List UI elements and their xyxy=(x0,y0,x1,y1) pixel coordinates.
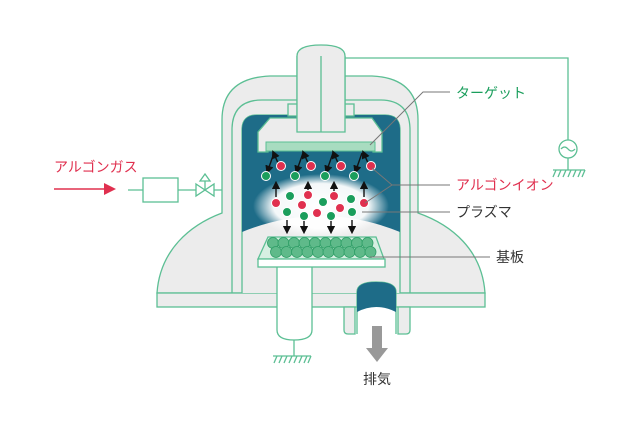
sputtered-atom xyxy=(347,207,357,217)
sputtered-atom xyxy=(299,211,309,221)
power-circuit xyxy=(345,57,586,178)
sputtered-atom xyxy=(282,207,292,217)
argon-ion xyxy=(366,161,376,171)
argon-ion xyxy=(276,161,286,171)
leader-lines xyxy=(362,91,490,258)
exhaust-port xyxy=(343,281,411,335)
argon-gas-label: アルゴンガス xyxy=(54,159,138,176)
motion-arrow-icon xyxy=(353,152,363,174)
deposited-atom xyxy=(364,246,377,258)
argon-ion xyxy=(335,203,345,213)
deposited-atom xyxy=(322,246,335,258)
sputtered-atom xyxy=(261,171,271,181)
target-label: ターゲット xyxy=(456,86,526,102)
sputtered-atom xyxy=(346,194,356,204)
valve-icon xyxy=(195,182,215,198)
plasma-label: プラズマ xyxy=(456,205,512,221)
deposited-atom xyxy=(343,246,356,258)
substrate-film xyxy=(267,237,377,258)
argon-ion xyxy=(306,161,316,171)
deposited-atom xyxy=(354,246,366,258)
argon-ion xyxy=(336,161,346,171)
sputtered-atom xyxy=(318,197,328,207)
argon-ion xyxy=(312,208,322,218)
target-plate xyxy=(265,141,376,152)
deposited-atom xyxy=(333,246,345,258)
exhaust-arrow-icon xyxy=(366,326,388,362)
ground-icon xyxy=(273,340,312,364)
substrate-label: 基板 xyxy=(496,249,524,266)
sputtered-atom xyxy=(349,171,359,181)
argon-ion xyxy=(297,200,307,210)
sputtered-atom xyxy=(320,171,330,181)
deposited-atom xyxy=(270,246,282,258)
target-holder xyxy=(257,44,383,153)
sputtered-atom xyxy=(326,211,336,221)
deposited-atom xyxy=(280,246,293,258)
argon-ion xyxy=(271,198,281,208)
sputtered-atom xyxy=(285,191,295,201)
deposited-atom xyxy=(291,246,303,258)
argon-ion xyxy=(303,190,313,200)
deposited-atom xyxy=(301,246,314,258)
exhaust-label: 排気 xyxy=(363,372,391,388)
gas-line xyxy=(128,172,222,203)
mass-flow-controller xyxy=(142,177,179,203)
deposited-atom xyxy=(312,246,324,258)
particles xyxy=(261,150,376,235)
argon-ion xyxy=(359,198,369,208)
sputtered-atom xyxy=(290,171,300,181)
argon-ion xyxy=(329,191,339,201)
argon-ion-label: アルゴンイオン xyxy=(456,177,554,194)
